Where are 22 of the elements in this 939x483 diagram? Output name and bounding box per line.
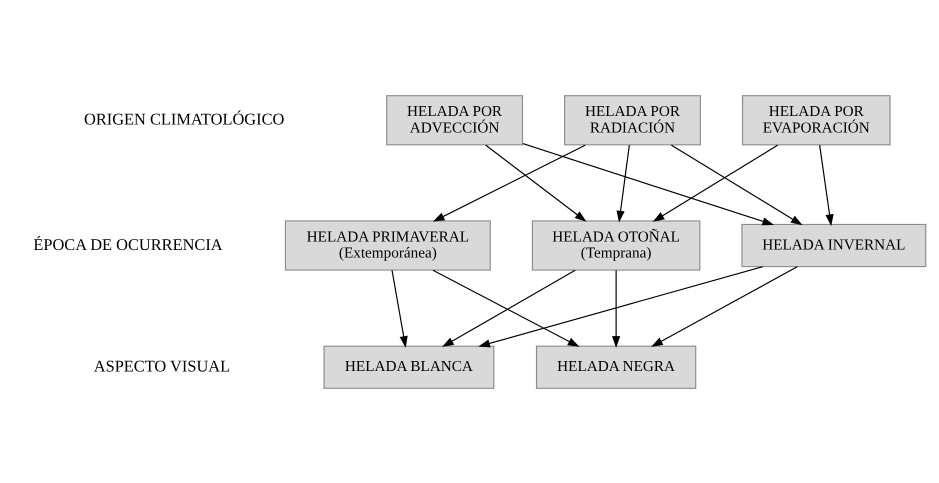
label: ASPECTO VISUAL [94, 356, 230, 376]
arrow [391, 270, 408, 348]
node-box: HELADA POR EVAPORACIÓN [742, 94, 891, 145]
arrow [432, 144, 586, 222]
label: ORIGEN CLIMATOLÓGICO [84, 109, 284, 128]
arrow [671, 144, 803, 225]
node-box: HELADA POR ADVECCIÓN [386, 94, 524, 145]
node-box: HELADA BLANCA [323, 345, 494, 388]
label: ÉPOCA DE OCURRENCIA [33, 234, 223, 254]
node-box: HELADA OTOÑAL (Temprana) [532, 220, 700, 270]
arrow [522, 142, 774, 225]
arrow [652, 144, 778, 222]
node-box: HELADA PRIMAVERAL (Extemporánea) [284, 220, 491, 270]
node-box: HELADA NEGRA [536, 345, 696, 388]
node-box: HELADA INVERNAL [741, 223, 926, 267]
arrow [478, 266, 763, 347]
arrow [612, 270, 620, 348]
arrow [616, 144, 630, 222]
arrow [485, 144, 586, 222]
arrow [819, 144, 834, 226]
arrow [651, 266, 798, 346]
node-box: HELADA POR RADIACIÓN [564, 94, 701, 145]
